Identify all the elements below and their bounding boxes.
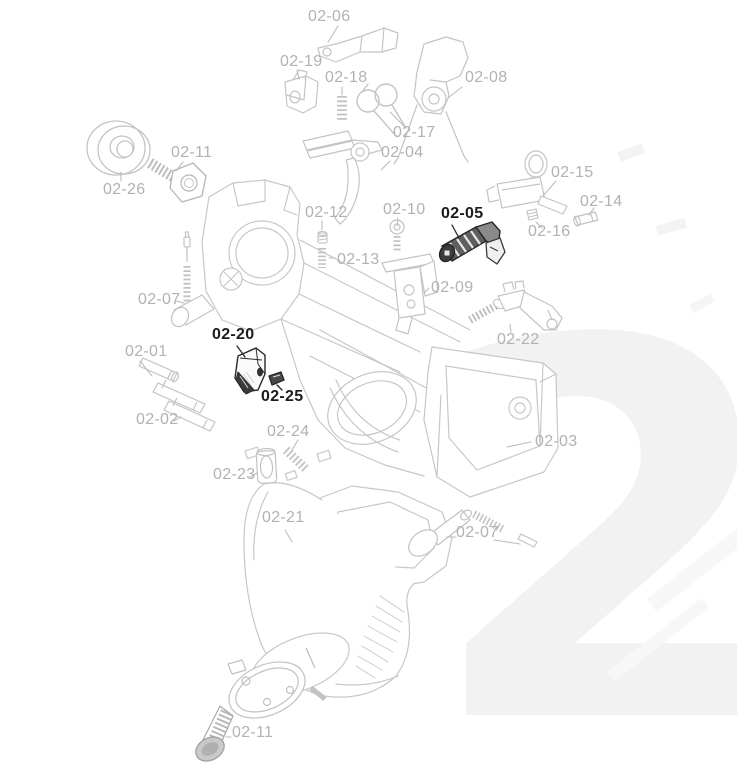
watermark-layer: 2: [425, 143, 737, 767]
part-02-23-mag-catch: [255, 447, 278, 484]
part-02-22-takedown-lever: [468, 280, 563, 331]
part-02-06-lever: [317, 27, 399, 63]
part-02-02-pins: [152, 379, 216, 432]
part-02-12-set-screw: [317, 230, 328, 244]
part-02-09-sear-block: [381, 253, 439, 335]
watermark-digit: 2: [425, 232, 737, 767]
part-02-20-selector-lever: [234, 347, 266, 395]
part-02-11-screw-top: [147, 158, 207, 203]
part-02-17-loop-spring: [356, 83, 407, 137]
background-streak: [646, 506, 737, 612]
part-02-04-trigger-assembly: [302, 130, 383, 225]
part-02-08-hammer: [393, 36, 469, 165]
part-02-07-pin-bottom: [408, 509, 538, 557]
part-02-07-plunger-left: [170, 231, 215, 328]
part-02-16-set-screw: [526, 208, 539, 221]
leader-lines: [120, 25, 595, 738]
background-smudge: [689, 293, 715, 314]
part-grip-base-plate: [227, 647, 327, 719]
part-02-15-bolt-catch: [486, 150, 568, 215]
part-02-26-roller: [86, 120, 151, 176]
leader-lines-highlight: [236, 224, 460, 391]
background-smudge: [655, 217, 688, 236]
part-02-05-selector: [438, 221, 506, 265]
background-streak: [606, 598, 709, 682]
background-smudge: [617, 143, 646, 162]
part-02-01-pin: [138, 357, 180, 383]
part-02-19-block: [284, 69, 319, 114]
part-02-14-pin: [573, 211, 599, 227]
part-02-25-set-screw: [268, 371, 285, 386]
part-02-03-lower-receiver: [201, 179, 559, 498]
part-02-24-spring: [282, 446, 311, 474]
part-02-10-screw: [389, 219, 405, 252]
part-02-11-screw-bottom: [195, 705, 234, 762]
